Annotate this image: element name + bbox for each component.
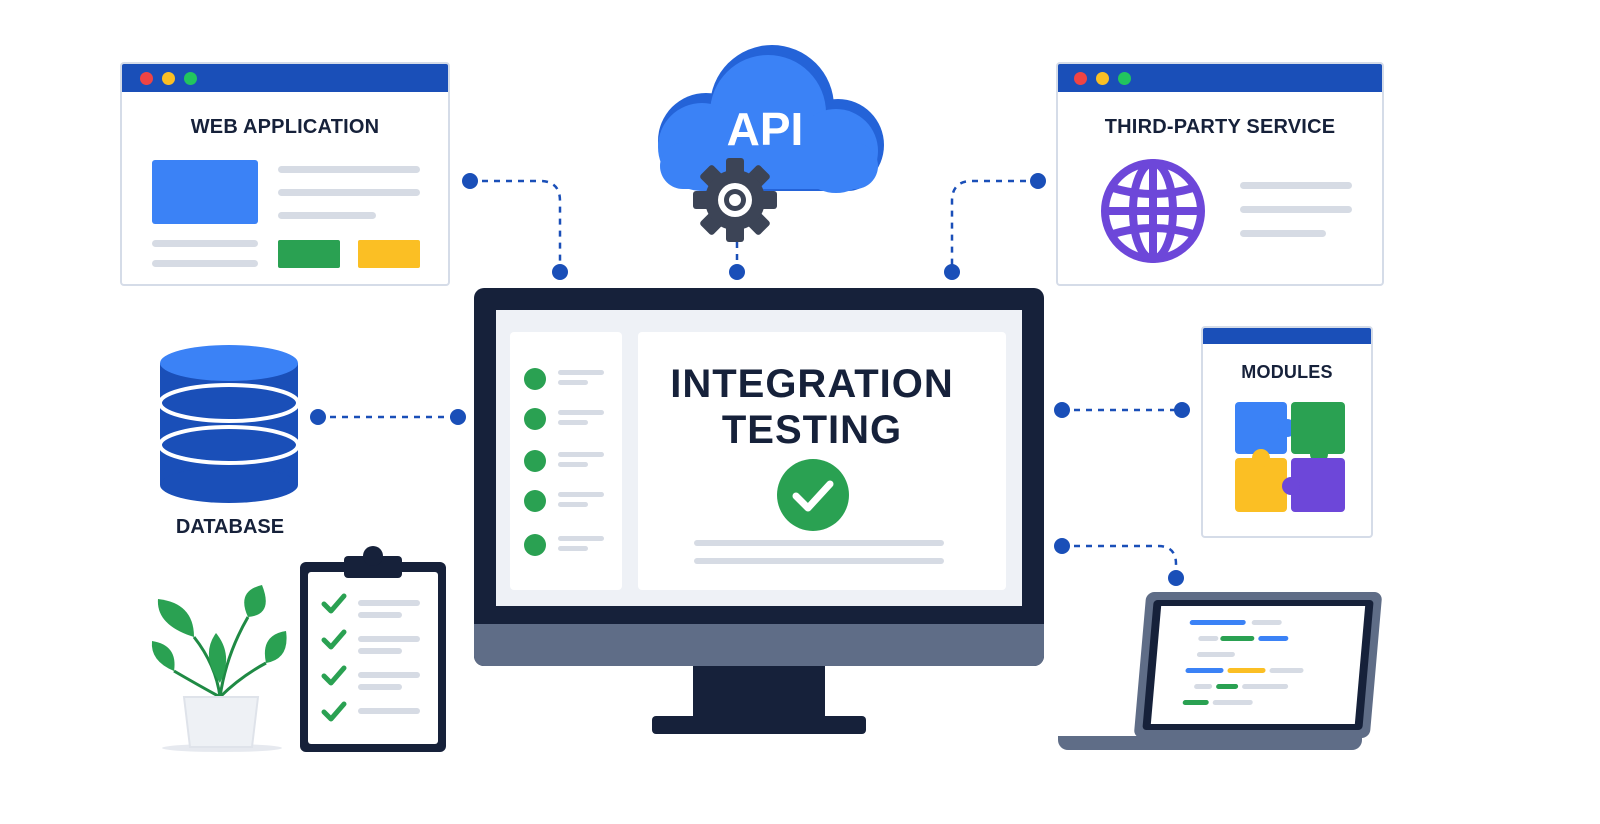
gear-icon xyxy=(693,158,777,242)
monitor-screen: INTEGRATION TESTING xyxy=(496,310,1022,606)
monitor-icon: INTEGRATION TESTING xyxy=(474,288,1044,666)
check-circle-icon xyxy=(524,408,546,430)
api-label: API xyxy=(726,103,804,155)
integration-title-line1: INTEGRATION xyxy=(670,362,954,406)
modules-card: MODULES xyxy=(1201,326,1373,538)
web-application-title: WEB APPLICATION xyxy=(190,116,380,138)
integration-title-line2: TESTING xyxy=(721,408,903,452)
puzzle-icon xyxy=(1235,402,1345,512)
modules-title: MODULES xyxy=(1241,362,1333,382)
laptop-screen xyxy=(1150,606,1366,724)
laptop-base xyxy=(1058,736,1362,750)
monitor-base xyxy=(652,716,866,734)
database-icon xyxy=(158,345,300,503)
web-application-card: WEB APPLICATION xyxy=(120,62,450,286)
globe-icon xyxy=(1101,159,1205,263)
third-party-service-title: THIRD-PARTY SERVICE xyxy=(1104,116,1336,138)
check-circle-icon xyxy=(524,534,546,556)
web-app-yellow-button xyxy=(358,240,420,268)
browser-window-icon xyxy=(1058,64,1382,92)
monitor-chin xyxy=(474,624,1044,666)
laptop-icon xyxy=(1133,592,1383,738)
check-circle-icon xyxy=(524,490,546,512)
clipboard-icon xyxy=(300,546,446,752)
check-circle-icon xyxy=(524,450,546,472)
third-party-service-card: THIRD-PARTY SERVICE xyxy=(1056,62,1384,286)
check-circle-icon xyxy=(524,368,546,390)
monitor-stand xyxy=(693,666,825,720)
test-checklist-panel xyxy=(510,332,622,590)
web-app-green-button xyxy=(278,240,340,268)
check-circle-icon xyxy=(777,459,849,531)
integration-testing-panel: INTEGRATION TESTING xyxy=(638,332,1006,590)
web-app-image-block xyxy=(152,160,258,224)
browser-window-icon xyxy=(122,64,448,92)
plant-icon xyxy=(151,585,287,752)
database-label: DATABASE xyxy=(175,516,285,538)
